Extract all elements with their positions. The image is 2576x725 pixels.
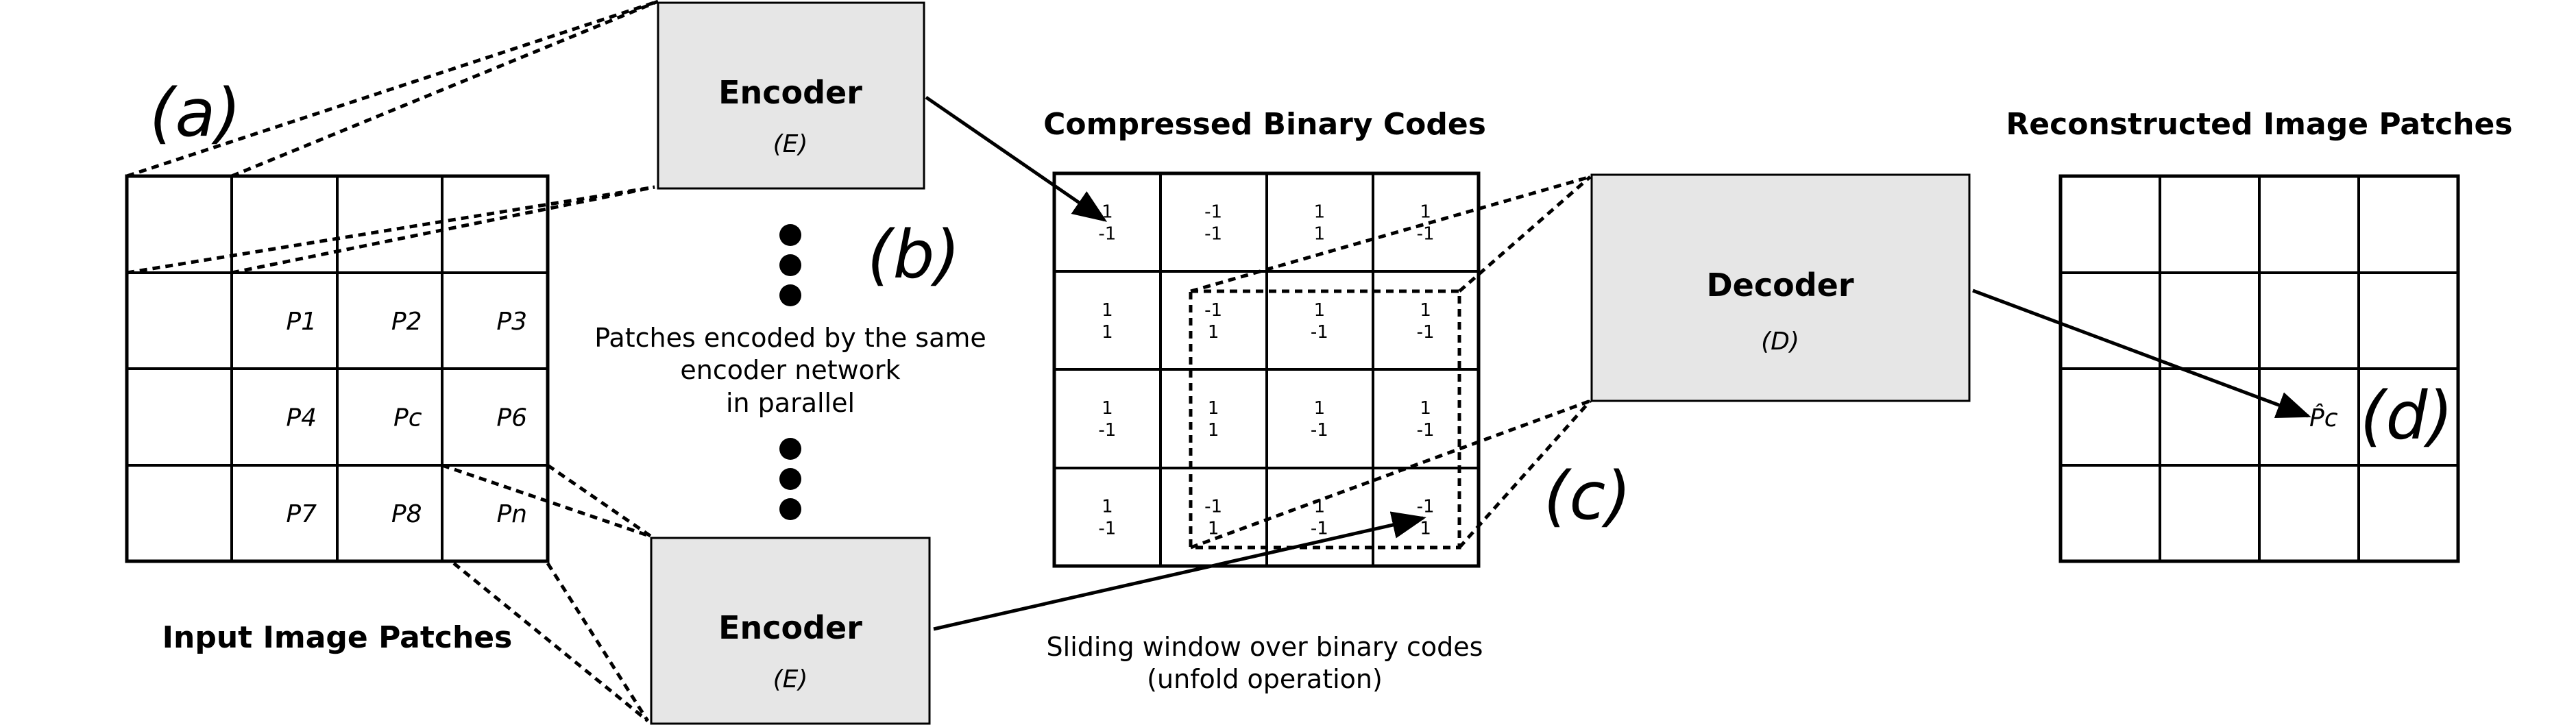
binary-code-value: -1 bbox=[1098, 420, 1116, 441]
binary-code-value: -1 bbox=[1417, 496, 1435, 517]
arrow-decoder-to-patch bbox=[1972, 288, 2311, 418]
parallel-note-line-2: encoder network bbox=[680, 355, 900, 385]
decoder-symbol: (D) bbox=[1761, 328, 1799, 356]
encoder-bottom-symbol: (E) bbox=[773, 665, 808, 693]
binary-code-value: 1 bbox=[1208, 322, 1219, 343]
sliding-note-line-2: (unfold operation) bbox=[1147, 664, 1383, 694]
arrow-encoder-top-to-codes bbox=[925, 95, 1108, 222]
input-patch-label: P8 bbox=[391, 500, 422, 528]
decoder-box: Decoder (D) bbox=[1590, 173, 1971, 402]
binary-code-value: 1 bbox=[1420, 398, 1431, 419]
binary-code-value: 1 bbox=[1102, 398, 1113, 419]
input-patch-label: Pc bbox=[393, 404, 422, 432]
input-patch-label: P7 bbox=[286, 500, 317, 528]
input-patch-grid bbox=[125, 174, 550, 563]
input-patch-label: P4 bbox=[286, 404, 317, 432]
binary-code-value: 1 bbox=[1102, 496, 1113, 517]
binary-code-value: 1 bbox=[1102, 300, 1113, 321]
input-patch-label: P2 bbox=[391, 308, 422, 336]
binary-code-values: 1-1-1-1111-111-111-11-11-1111-11-11-1-11… bbox=[1098, 202, 1434, 539]
panel-label-a: (a) bbox=[149, 75, 241, 151]
sliding-window bbox=[1189, 289, 1461, 550]
binary-code-value: -1 bbox=[1417, 322, 1435, 343]
binary-code-value: 1 bbox=[1314, 300, 1326, 321]
panel-label-d: (d) bbox=[2360, 378, 2453, 454]
binary-code-value: 1 bbox=[1420, 300, 1431, 321]
encoder-bottom: Encoder (E) bbox=[650, 537, 931, 725]
sliding-note-line-1: Sliding window over binary codes bbox=[1047, 632, 1483, 662]
binary-code-grid bbox=[1052, 171, 1481, 568]
flow-arrows bbox=[925, 95, 2311, 631]
binary-code-value: -1 bbox=[1311, 420, 1328, 441]
encoder-top-name: Encoder bbox=[718, 74, 862, 111]
panel-label-b: (b) bbox=[867, 217, 960, 293]
parallel-note-line-3: in parallel bbox=[726, 388, 855, 418]
input-patch-label: Pn bbox=[496, 500, 527, 528]
binary-code-value: -1 bbox=[1204, 202, 1222, 223]
binary-code-value: -1 bbox=[1311, 518, 1328, 539]
ellipsis-dots-top bbox=[779, 224, 801, 306]
input-patch-label: P3 bbox=[496, 308, 527, 336]
input-grid-title: Input Image Patches bbox=[162, 620, 513, 655]
binary-code-value: -1 bbox=[1098, 518, 1116, 539]
binary-code-value: 1 bbox=[1420, 202, 1431, 223]
binary-code-value: 1 bbox=[1208, 398, 1219, 419]
binary-code-value: -1 bbox=[1311, 322, 1328, 343]
binary-code-value: -1 bbox=[1204, 496, 1222, 517]
encoder-top-symbol: (E) bbox=[773, 130, 808, 158]
reconstructed-patch-grid bbox=[2058, 174, 2460, 563]
reconstructed-grid-title: Reconstructed Image Patches bbox=[2006, 107, 2512, 142]
binary-code-value: 1 bbox=[1314, 202, 1326, 223]
encoder-bottom-name: Encoder bbox=[718, 609, 862, 646]
binary-grid-title: Compressed Binary Codes bbox=[1043, 107, 1486, 142]
window-to-decoder-connectors bbox=[1190, 175, 1592, 550]
parallel-note-line-1: Patches encoded by the same bbox=[594, 323, 986, 353]
arrow-encoder-bottom-to-codes bbox=[933, 511, 1426, 631]
binary-code-value: 1 bbox=[1314, 398, 1326, 419]
encoder-top: Encoder (E) bbox=[657, 1, 925, 190]
input-patch-label: P6 bbox=[496, 404, 527, 432]
ellipsis-dots-bottom bbox=[779, 438, 801, 520]
binary-code-value: 1 bbox=[1314, 224, 1326, 245]
reconstructed-patch-label: P̂c bbox=[2309, 403, 2338, 432]
decoder-name: Decoder bbox=[1706, 267, 1854, 304]
binary-code-value: -1 bbox=[1204, 224, 1222, 245]
binary-code-value: -1 bbox=[1417, 420, 1435, 441]
binary-code-value: 1 bbox=[1102, 322, 1113, 343]
binary-code-value: 1 bbox=[1208, 420, 1219, 441]
input-patch-label: P1 bbox=[286, 308, 317, 336]
panel-label-c: (c) bbox=[1544, 458, 1631, 534]
binary-code-value: 1 bbox=[1420, 518, 1431, 539]
binary-code-value: -1 bbox=[1204, 300, 1222, 321]
binary-code-value: 1 bbox=[1208, 518, 1219, 539]
input-to-encoder-connectors bbox=[126, 0, 659, 722]
binary-code-value: -1 bbox=[1098, 224, 1116, 245]
